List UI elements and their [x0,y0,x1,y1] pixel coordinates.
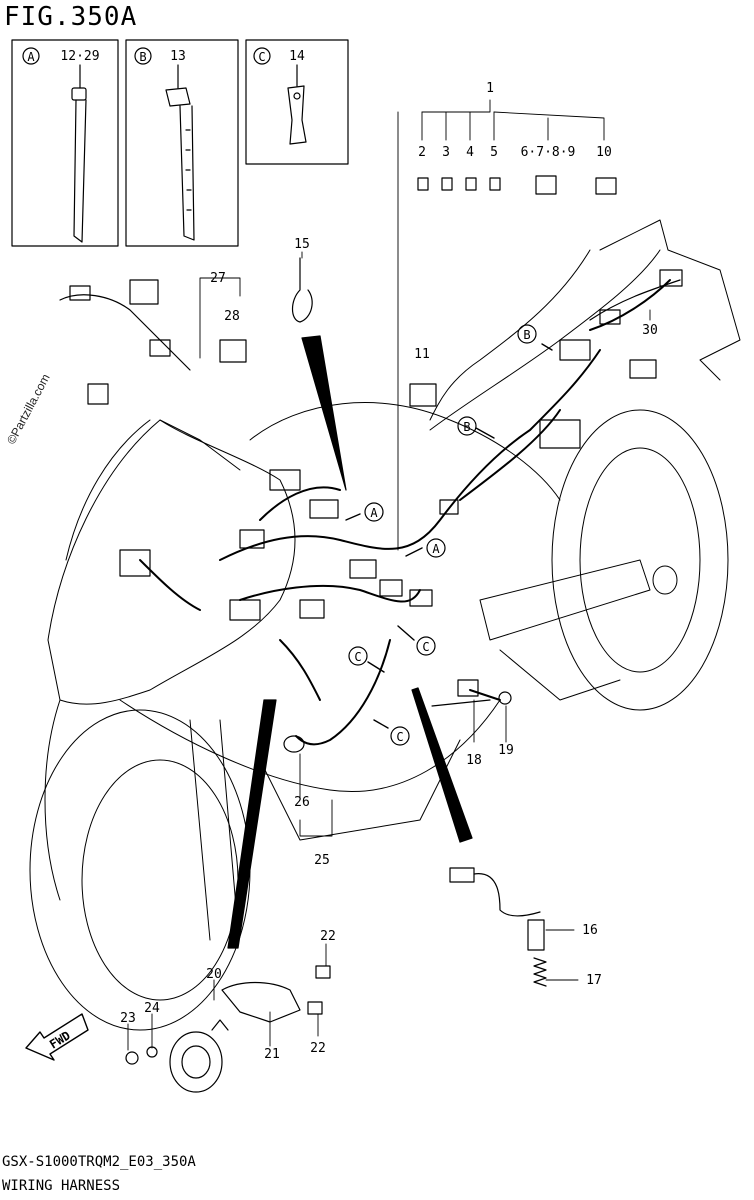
callout-4: 4 [466,145,474,160]
tag-c-2: C [354,650,361,664]
callout-5: 5 [490,145,498,160]
inset-c-letter: C [258,50,265,64]
callout-27: 27 [210,271,226,286]
fuse-parts [417,175,617,195]
callout-25: 25 [314,853,330,868]
leader-lines [127,99,651,1051]
callout-22-top: 22 [320,929,336,944]
fwd-arrow-icon: FWD [25,1013,89,1061]
tag-a-1: A [370,506,378,520]
callout-17: 17 [586,973,602,988]
callout-12-29: 12·29 [60,49,99,64]
horn-assembly [125,965,331,1093]
callout-6-7-8-9: 6·7·8·9 [521,145,576,160]
callout-21: 21 [264,1047,280,1062]
callout-3: 3 [442,145,450,160]
callout-28: 28 [224,309,240,324]
figure-name: WIRING HARNESS [2,1178,121,1194]
tag-a-2: A [432,542,440,556]
callout-tags: A A B B C C C [348,324,537,746]
inset-a-letter: A [27,50,35,64]
callout-1: 1 [486,81,494,96]
callout-22-bottom: 22 [310,1041,326,1056]
callout-2: 2 [418,145,426,160]
callout-arrows [345,343,553,729]
figure-code: GSX-S1000TRQM2_E03_350A [2,1154,196,1170]
figure-title: FIG.350A [4,2,138,32]
callout-24: 24 [144,1001,160,1016]
harness-connectors [59,269,683,621]
callout-23: 23 [120,1011,136,1026]
inset-c: C 14 [245,39,349,165]
tag-b-1: B [523,328,530,342]
callout-18: 18 [466,753,482,768]
callout-11: 11 [414,347,430,362]
inset-b-letter: B [139,50,146,64]
tag-b-2: B [463,420,470,434]
part-17-spring [533,957,547,987]
callout-20: 20 [206,967,222,982]
callout-15: 15 [294,237,310,252]
part-callouts: 1 2 3 4 5 6·7·8·9 10 11 15 16 17 18 19 2… [120,81,658,1062]
part-18-19 [431,679,512,707]
callout-13: 13 [170,49,186,64]
callout-19: 19 [498,743,514,758]
callout-16: 16 [582,923,598,938]
tag-c-1: C [422,640,429,654]
tag-c-3: C [396,730,403,744]
part-15-ground-wire [291,257,313,323]
inset-b: B 13 [125,39,239,247]
part-28-connector [219,339,247,363]
callout-26: 26 [294,795,310,810]
part-26-grommet [283,735,305,753]
motorcycle-outline [29,219,741,1031]
pointer-wedges [227,335,473,949]
callout-10: 10 [596,145,612,160]
inset-a: A 12·29 [11,39,119,247]
callout-30: 30 [642,323,658,338]
part-11-connector [409,383,437,407]
part-16-sensor [449,867,545,951]
callout-14: 14 [289,49,305,64]
